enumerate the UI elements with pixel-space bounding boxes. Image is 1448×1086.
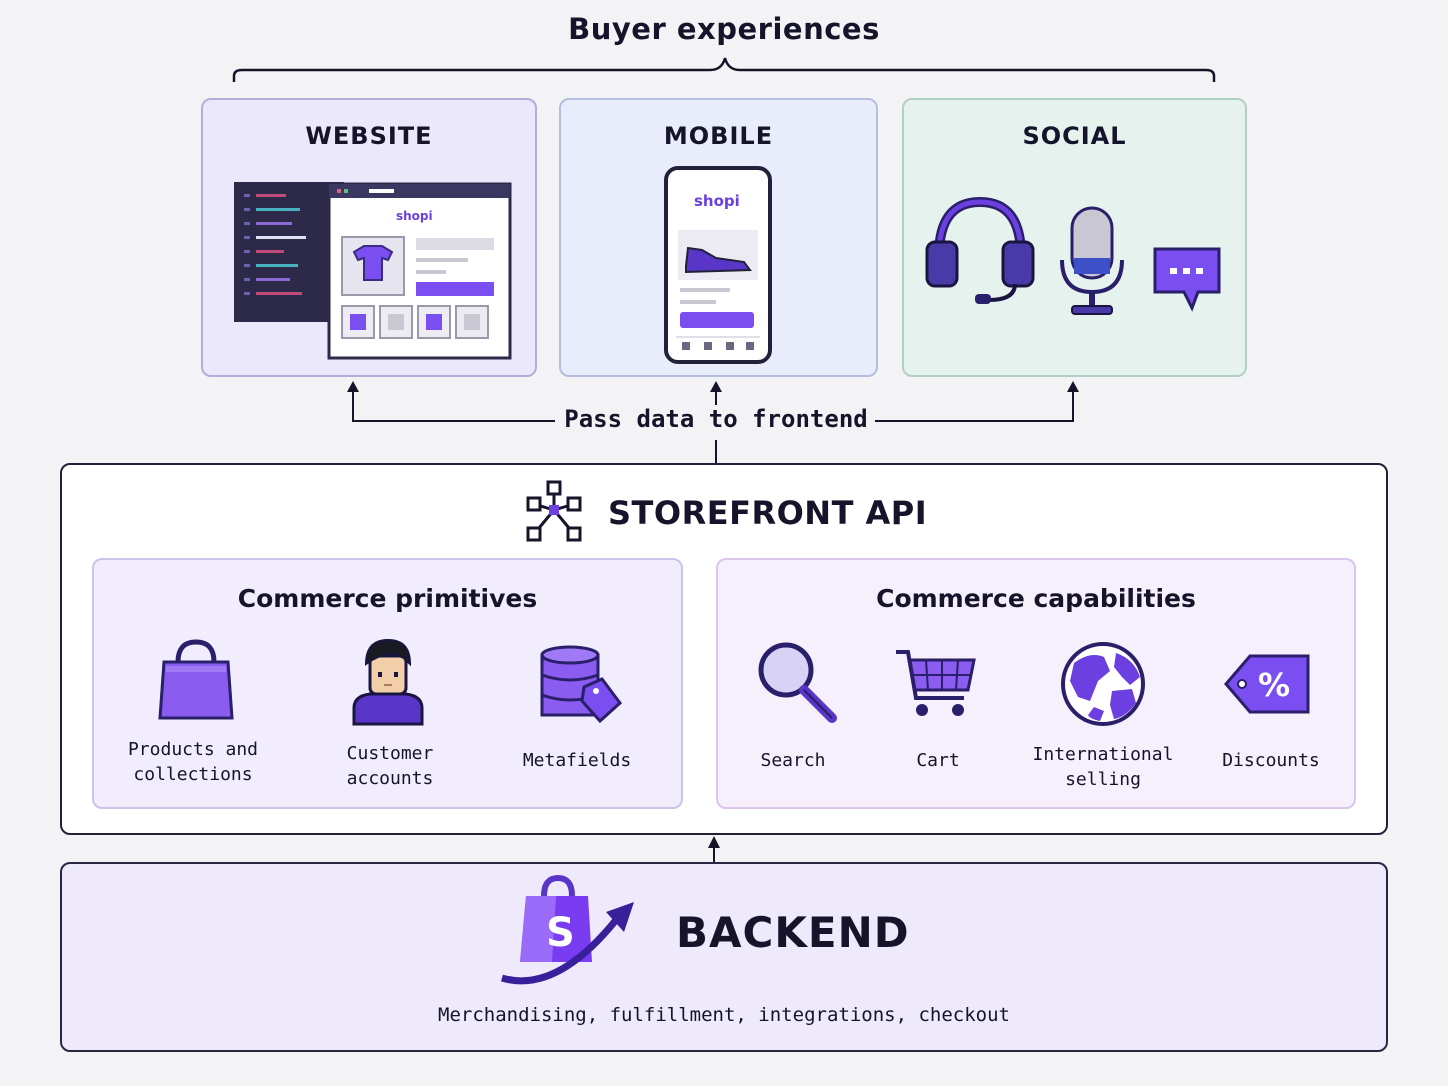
svg-text:%: % — [1258, 666, 1290, 704]
capability-search-label: Search — [733, 748, 853, 773]
database-tag-icon — [540, 645, 623, 724]
label-line: Metafields — [522, 750, 632, 771]
capability-cart-label: Cart — [878, 748, 998, 773]
label-line: Products and — [127, 739, 259, 760]
backend-box — [60, 862, 1388, 1052]
shopping-bag-icon — [158, 639, 234, 720]
mobile-logo-text: shopi — [694, 192, 740, 210]
customer-avatar-icon — [352, 638, 424, 726]
label-line: Discounts — [1222, 750, 1320, 771]
website-logo-text: shopi — [396, 209, 433, 223]
magnifier-icon — [758, 642, 837, 723]
brace-line — [232, 57, 1216, 82]
arrowhead-website — [347, 381, 359, 392]
buyer-experiences-title: Buyer experiences — [568, 12, 880, 46]
network-graph-icon — [526, 480, 582, 542]
globe-icon — [1061, 642, 1145, 726]
capability-international-label: International selling — [1028, 742, 1178, 792]
label-line: selling — [1065, 769, 1141, 790]
chat-bubble-icon — [1153, 247, 1221, 312]
website-storefront-icon: shopi — [234, 182, 512, 360]
connector-social — [875, 388, 1074, 422]
primitive-products-label: Products and collections — [112, 737, 274, 787]
mobile-phone-icon: shopi — [664, 166, 772, 364]
connector-website — [352, 388, 555, 422]
microphone-icon — [1060, 206, 1124, 315]
cart-icon — [896, 650, 976, 716]
backend-logo-letter: S — [546, 910, 575, 956]
channel-label: SOCIAL — [1022, 122, 1127, 150]
label-line: Customer — [346, 743, 434, 764]
backend-subtitle: Merchandising, fulfillment, integrations… — [438, 1004, 1010, 1026]
label-line: Search — [760, 750, 826, 771]
channel-label: WEBSITE — [305, 122, 433, 150]
label-line: accounts — [346, 768, 434, 789]
pass-data-label: Pass data to frontend — [560, 405, 872, 433]
arrowhead-backend — [708, 836, 720, 848]
label-line: collections — [133, 764, 253, 785]
backend-title: BACKEND — [676, 908, 910, 957]
arrowhead-social — [1067, 381, 1079, 392]
discount-tag-icon: % — [1224, 654, 1310, 714]
shop-bag-logo-icon: S — [501, 874, 634, 985]
arrowhead-mobile — [710, 381, 722, 392]
storefront-api-title: STOREFRONT API — [608, 494, 928, 532]
label-line: International — [1032, 744, 1174, 765]
group-title: Commerce primitives — [237, 584, 538, 613]
capability-discounts-label: Discounts — [1206, 748, 1336, 773]
channel-label: MOBILE — [663, 122, 774, 150]
group-title: Commerce capabilities — [876, 584, 1196, 613]
label-line: Cart — [916, 750, 960, 771]
primitive-metafields-label: Metafields — [506, 748, 648, 773]
primitive-customer-label: Customer accounts — [320, 741, 460, 791]
headset-icon — [925, 196, 1035, 304]
